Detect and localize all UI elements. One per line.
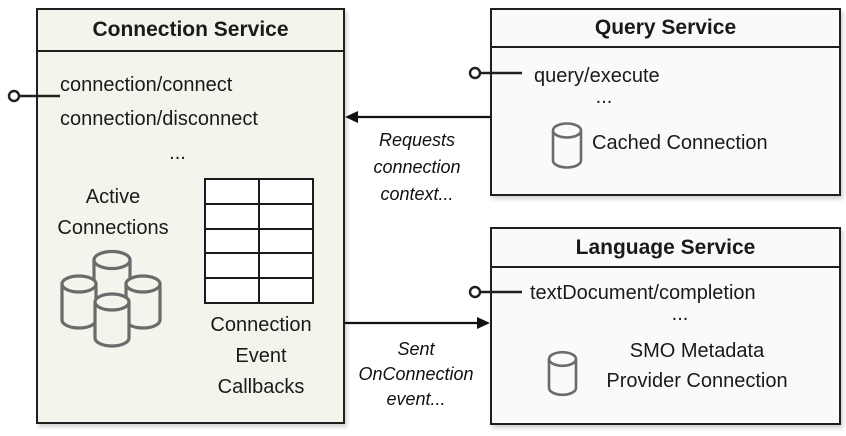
method-label: query/execute: [534, 65, 660, 87]
callback-table-cell: [260, 229, 312, 253]
requests-arrow-icon: [345, 111, 490, 123]
callback-table-cell: [206, 254, 258, 278]
ellipsis: ...: [169, 142, 186, 164]
query-service-title: Query Service: [492, 10, 839, 48]
language-service-methods: textDocument/completion ...: [530, 279, 830, 325]
query-service-methods: query/execute ...: [534, 62, 674, 108]
callback-table-cell: [260, 204, 312, 228]
callback-table-cell: [206, 229, 258, 253]
database-icon: [547, 351, 578, 397]
active-connections-label: Active Connections: [57, 186, 169, 239]
cached-connection-label: Cached Connection: [592, 132, 768, 154]
method-label: connection/disconnect: [60, 108, 258, 130]
database-cluster-icon: [60, 249, 162, 348]
query-service-box: Query Service query/execute ... Cached C…: [490, 8, 841, 196]
method-label: connection/connect: [60, 74, 233, 96]
callbacks-label: Connection Event Callbacks: [210, 314, 312, 398]
callback-table: [204, 178, 314, 304]
requests-arrow-label: Requests connection context...: [373, 130, 461, 204]
connection-service-title: Connection Service: [38, 10, 343, 52]
sent-arrow-label: Sent OnConnection event...: [358, 339, 474, 409]
callback-table-cell: [206, 180, 258, 203]
connection-service-box: Connection Service connection/connect co…: [36, 8, 345, 424]
language-service-box: Language Service textDocument/completion…: [490, 227, 841, 425]
connection-service-methods: connection/connect connection/disconnect…: [60, 68, 295, 170]
callback-table-cell: [260, 279, 312, 302]
callback-table-cell: [206, 279, 258, 302]
database-icon: [551, 122, 583, 169]
ellipsis: ...: [671, 303, 689, 325]
callback-table-cell: [206, 204, 258, 228]
smo-provider-label: SMO Metadata Provider Connection: [606, 340, 788, 392]
callback-table-cell: [260, 254, 312, 278]
callback-table-cell: [260, 180, 312, 203]
language-service-title: Language Service: [492, 229, 839, 268]
method-label: textDocument/completion: [530, 282, 756, 304]
sent-arrow-icon: [345, 317, 490, 329]
ellipsis: ...: [595, 86, 613, 108]
